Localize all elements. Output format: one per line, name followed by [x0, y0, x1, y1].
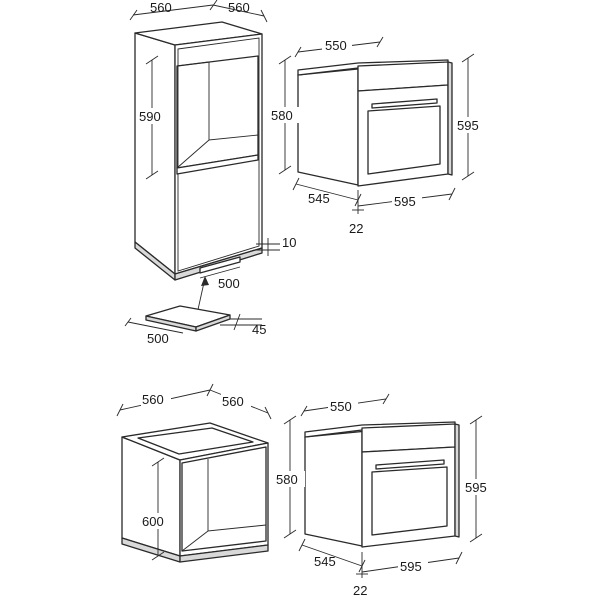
oven-top-window [367, 105, 441, 175]
label-vent-panel-width: 500 [147, 331, 169, 346]
label-oven-top-front-thickness: 22 [349, 221, 363, 236]
label-oven-bottom-front-width: 595 [400, 559, 422, 574]
label-bg [328, 398, 358, 414]
label-bg [275, 471, 305, 487]
label-oven-top-body-height: 580 [271, 108, 293, 123]
tall-cabinet-frame [177, 37, 260, 272]
tall-cabinet-niche-floor [176, 139, 210, 169]
vent-grille-panel: 500 45 [124, 305, 266, 346]
label-bg [392, 193, 422, 209]
oven-bottom-body-side [304, 427, 363, 547]
tall-cabinet-niche-top [176, 61, 210, 67]
label-oven-bottom-body-height: 580 [276, 472, 298, 487]
dim-line-vent [199, 266, 241, 279]
tick [151, 457, 165, 467]
label-bg [456, 117, 486, 133]
label-bg [137, 108, 166, 124]
tick [461, 171, 475, 181]
tall-cabinet [134, 21, 263, 281]
tick [300, 405, 308, 417]
dim-line-width [132, 4, 214, 16]
label-tall-width: 560 [150, 0, 172, 15]
dim-line-depth [212, 4, 265, 17]
tick [124, 317, 132, 327]
tick [469, 415, 483, 425]
tall-cabinet-shelf [176, 154, 259, 175]
tick [116, 403, 124, 417]
oven-bottom-front-edge [454, 423, 460, 538]
label-bg [141, 391, 171, 407]
tick [233, 313, 241, 331]
dim-line-vent-width [127, 321, 184, 334]
tick [145, 55, 159, 65]
tick [292, 177, 300, 191]
tick [260, 9, 268, 23]
tick [278, 165, 292, 175]
label-tall-plinth: 10 [282, 235, 296, 250]
tick [469, 533, 483, 543]
tick [455, 551, 463, 565]
label-undercounter-depth: 560 [222, 394, 244, 409]
label-undercounter-width: 560 [142, 392, 164, 407]
tick [278, 55, 292, 65]
oven-top [297, 59, 453, 187]
label-bg [221, 393, 251, 409]
label-oven-top-top-depth: 550 [325, 38, 347, 53]
oven-bottom-window [371, 466, 448, 536]
tick [151, 551, 165, 561]
tick [382, 393, 390, 405]
undercounter-niche-floor [181, 530, 209, 552]
label-tall-niche-height: 590 [139, 109, 161, 124]
label-bg [322, 37, 352, 53]
label-oven-top-front-height: 595 [457, 118, 479, 133]
tick [283, 415, 297, 425]
undercounter-front [179, 442, 269, 557]
oven-bottom [304, 421, 460, 548]
oven-top-body-side [297, 65, 359, 186]
oven-top-front-edge [447, 61, 453, 176]
tall-cabinet-dimensions: 560 560 590 10 500 [129, 0, 296, 315]
label-oven-top-front-width: 595 [394, 194, 416, 209]
undercounter-niche [181, 446, 267, 552]
tick [448, 187, 456, 201]
label-bg [398, 558, 428, 574]
callout-arrowhead [201, 276, 209, 286]
label-oven-bottom-body-depth: 545 [314, 554, 336, 569]
label-oven-bottom-top-depth: 550 [330, 399, 352, 414]
tick [264, 406, 272, 420]
oven-top-handle [371, 98, 438, 109]
label-oven-bottom-front-thickness: 22 [353, 583, 367, 598]
dim-line-body-depth [301, 544, 363, 567]
undercounter-cutout [137, 427, 254, 455]
label-bg [141, 513, 171, 529]
label-bg [270, 107, 300, 123]
tick [129, 9, 138, 21]
tick [298, 538, 306, 552]
dim-line-body-depth [295, 183, 359, 201]
undercounter-cabinet [121, 422, 269, 563]
tick [376, 36, 384, 48]
tick [283, 529, 297, 539]
oven-bottom-dimensions: 550 580 595 545 595 22 [275, 393, 494, 598]
tick [461, 53, 475, 63]
undercounter-plinth-front [179, 544, 269, 563]
label-tall-vent: 500 [218, 276, 240, 291]
label-tall-depth: 560 [228, 0, 250, 15]
oven-bottom-handle [375, 459, 445, 470]
tick [294, 46, 302, 58]
label-undercounter-niche-height: 600 [142, 514, 164, 529]
label-oven-bottom-front-height: 595 [465, 480, 487, 495]
tall-cabinet-side [134, 32, 176, 275]
label-vent-panel-depth: 45 [252, 322, 266, 337]
label-bg [464, 479, 494, 495]
tall-cabinet-vent-slot [199, 256, 241, 274]
label-oven-top-body-depth: 545 [308, 191, 330, 206]
tick [145, 170, 159, 180]
undercounter-dimensions: 560 560 600 [116, 383, 272, 561]
oven-top-dimensions: 550 580 595 545 595 22 [270, 36, 486, 236]
tall-cabinet-front [174, 33, 263, 275]
